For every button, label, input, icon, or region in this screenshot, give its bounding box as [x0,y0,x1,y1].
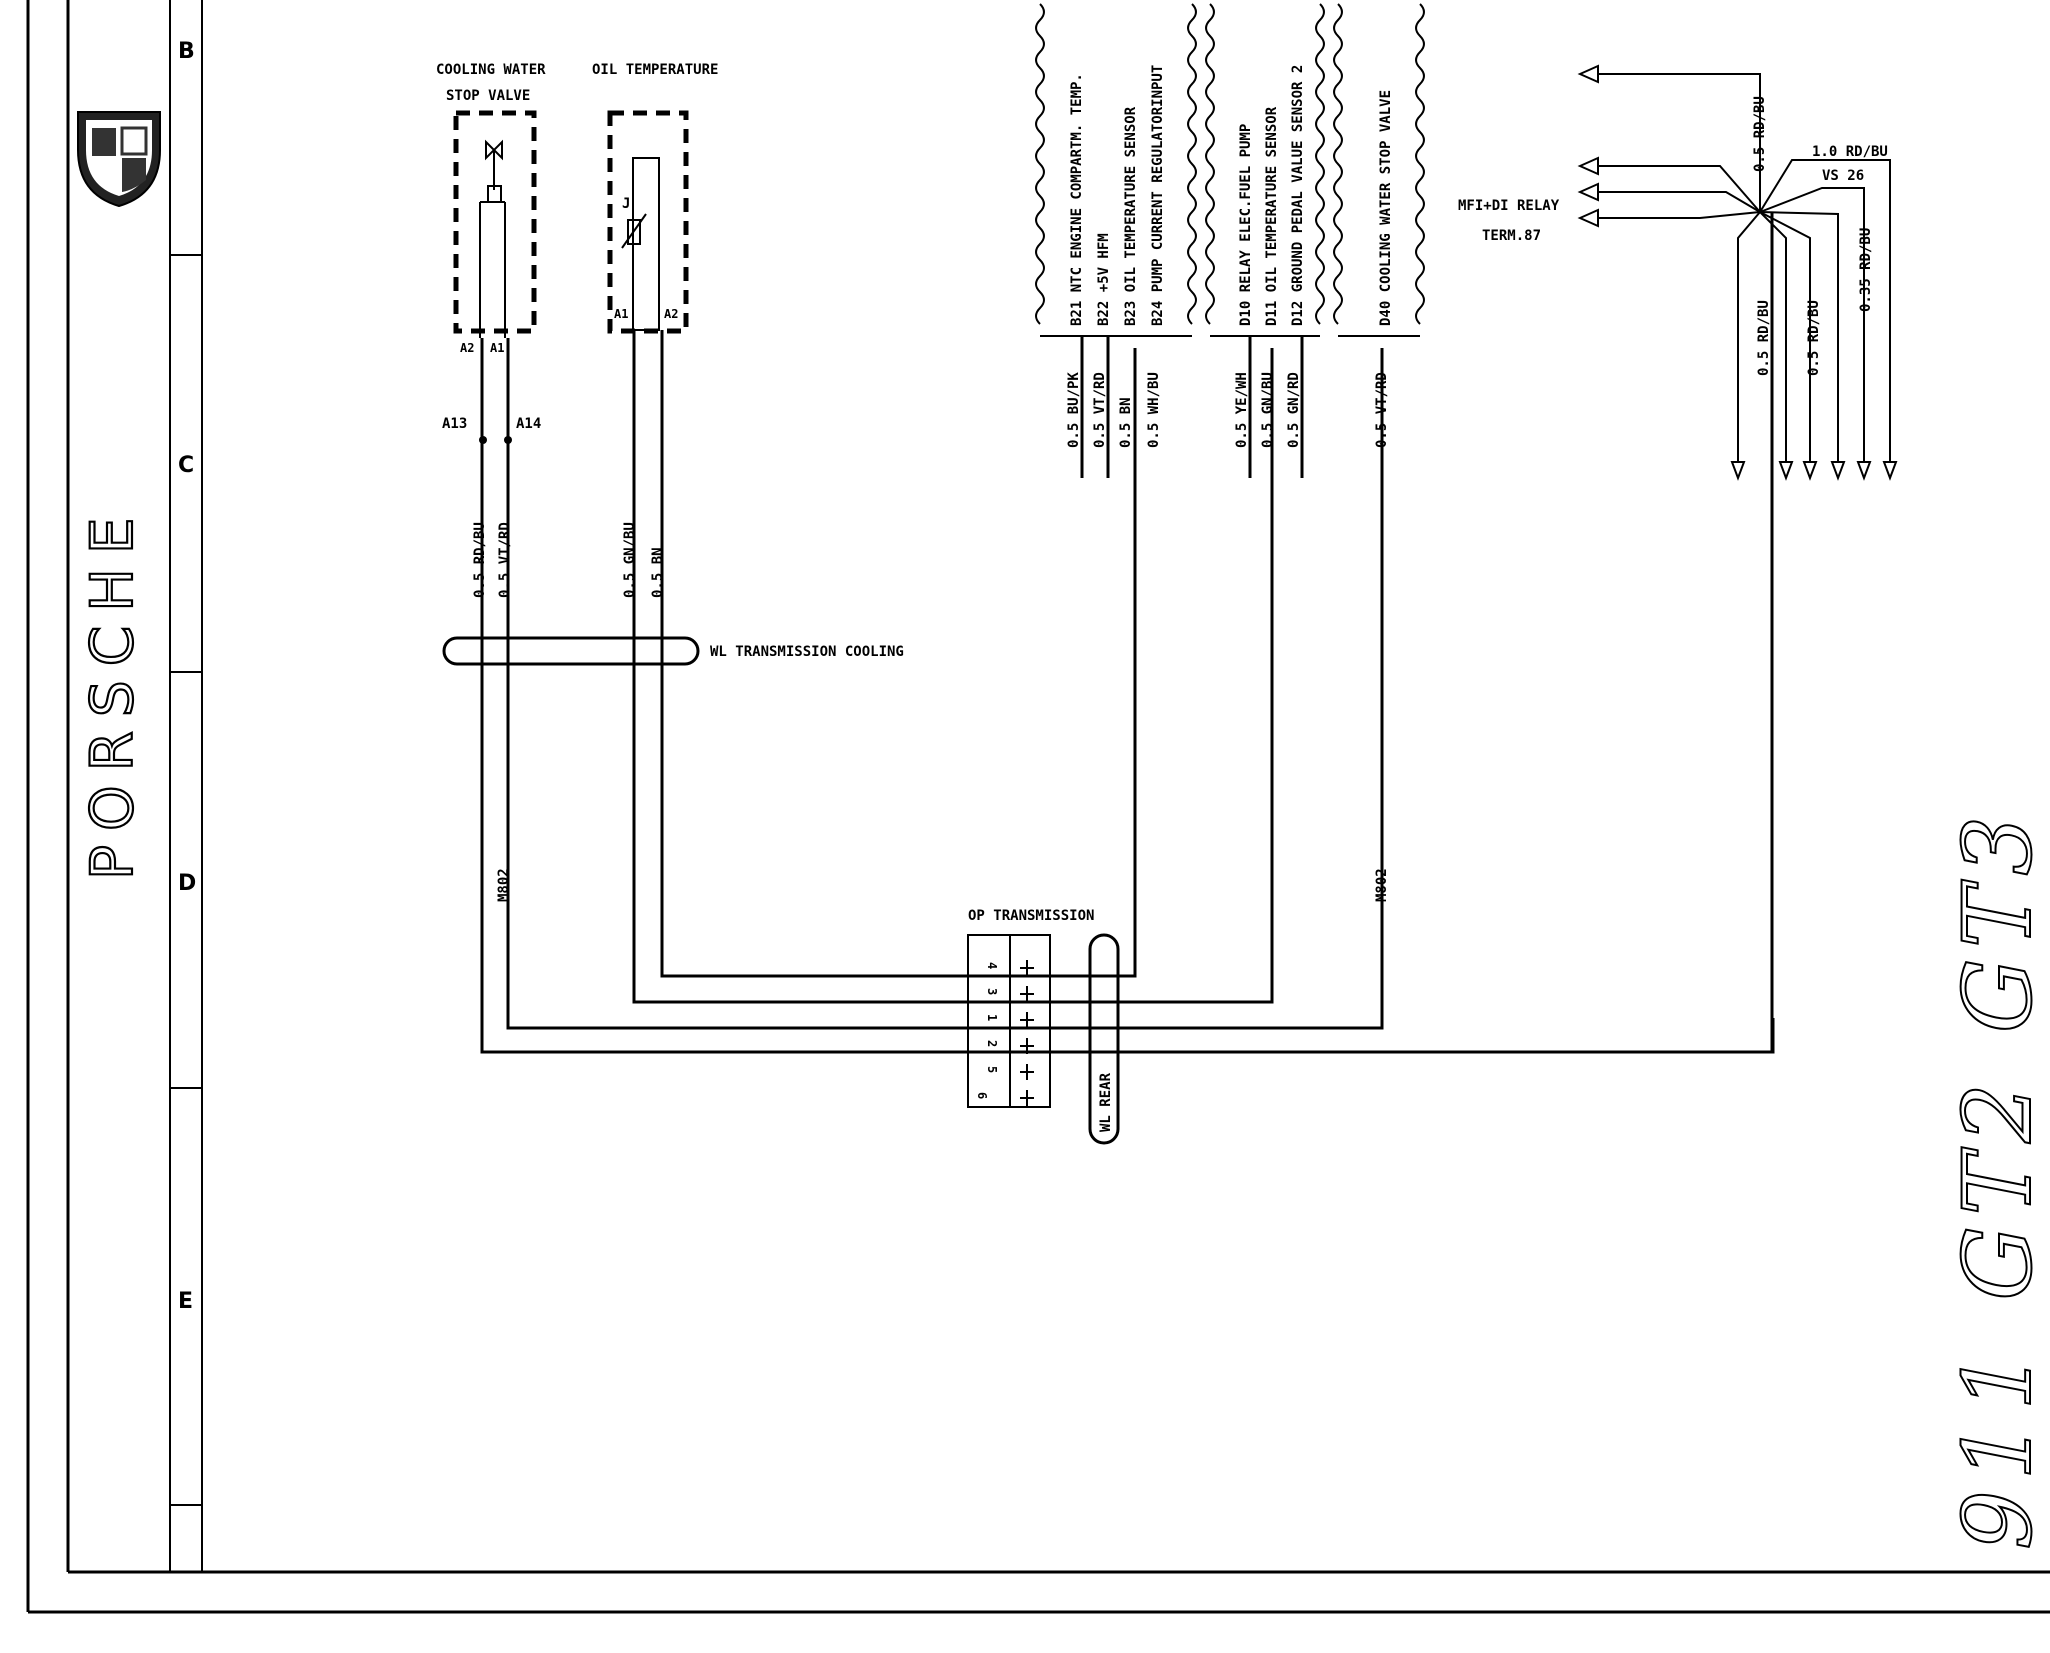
arrow-down-icon [1778,461,1794,481]
transmission-pin-1: 1 [985,1014,999,1021]
transmission-connector-title: OP TRANSMISSION [968,908,1094,924]
cooling-valve-pin-a1: A1 [490,341,504,355]
zone-label-c: C [178,453,194,478]
zone-label-d: D [178,871,196,896]
connector-label-a14: A14 [516,416,541,432]
brand-wordmark: PORSCHE [78,503,146,880]
zone-label-e: E [178,1289,193,1314]
control-unit-segment-b [1035,3,1197,337]
wire-label-b21: 0.5 BU/PK [1066,372,1082,448]
pin-label-b22: B22 +5V HFM [1096,233,1112,326]
relay-label-line2: TERM.87 [1482,228,1541,244]
wire-label-bn: 0.5 BN [650,547,666,598]
control-unit-segment-d40 [1333,3,1425,337]
wire-label-vt-rd: 0.5 VT/RD [497,522,513,598]
cooling-valve-title-line1: COOLING WATER [436,62,546,78]
relay-wire-right: 1.0 RD/BU [1812,144,1888,160]
relay-drop-3: 0.35 RD/BU [1858,228,1874,312]
transmission-pin-3: 3 [985,988,999,995]
wire-label-gn-bu: 0.5 GN/BU [622,522,638,598]
wire-label-d40: 0.5 VT/RD [1374,372,1390,448]
pin-label-d11: D11 OIL TEMPERATURE SENSOR [1264,106,1280,326]
pin-label-d40: D40 COOLING WATER STOP VALVE [1378,90,1394,326]
wire-label-d12: 0.5 GN/RD [1286,372,1302,448]
relay-wire-top: 0.5 RD/BU [1752,96,1768,172]
connector-label-a13: A13 [442,416,467,432]
harness-transmission-cooling: WL TRANSMISSION COOLING [442,636,904,666]
pin-label-b24: B24 PUMP CURRENT REGULATORINPUT [1150,65,1166,326]
arrow-down-icon [1856,461,1872,481]
transmission-pin-2: 2 [985,1040,999,1047]
relay-drop-2: 0.5 RD/BU [1806,300,1822,376]
porsche-crest-icon [77,111,161,208]
drawing-frame [26,0,2050,1614]
oil-temperature-sensor: OIL TEMPERATURE J A1 A2 [592,62,718,334]
transmission-pin-4: 4 [985,962,999,969]
cooling-water-stop-valve: COOLING WATER STOP VALVE A2 A1 [436,62,546,355]
zone-label-b: B [178,39,195,64]
relay-drop-1: 0.5 RD/BU [1756,300,1772,376]
ground-label-left: M802 [496,868,512,902]
ground-label-right: M802 [1374,868,1390,902]
wire-label-d10: 0.5 YE/WH [1234,372,1250,448]
cooling-valve-pin-a2: A2 [460,341,474,355]
pin-label-d12: D12 GROUND PEDAL VALUE SENSOR 2 [1290,65,1306,326]
valve-icon [485,139,503,203]
op-transmission-connector: OP TRANSMISSION 4 3 1 2 5 6 WL REAR [967,908,1120,1145]
arrow-down-icon [1730,461,1746,481]
cooling-valve-title-line2: STOP VALVE [446,88,530,104]
pin-label-b21: B21 NTC ENGINE COMPARTM. TEMP. [1069,73,1085,326]
arrow-left-icon [1577,182,1599,202]
relay-label-line1: MFI+DI RELAY [1458,198,1560,214]
relay-wire-right-sub: VS 26 [1822,168,1864,184]
arrow-down-icon [1830,461,1846,481]
oil-temp-sensor-letter: J [622,196,630,212]
arrow-down-icon [1802,461,1818,481]
wire-label-b23: 0.5 BN [1118,397,1134,448]
arrow-left-icon [1577,208,1599,228]
harness-label-transmission-cooling: WL TRANSMISSION COOLING [710,644,904,660]
temperature-sensor-icon [621,213,647,249]
transmission-pin-6: 6 [975,1092,989,1099]
harness-label-rear: WL REAR [1098,1072,1114,1132]
wire-label-b24: 0.5 WH/BU [1146,372,1162,448]
oil-temp-pin-a1: A1 [614,307,628,321]
oil-temp-title: OIL TEMPERATURE [592,62,718,78]
wire-label-rd-bu: 0.5 RD/BU [472,522,488,598]
pin-label-b23: B23 OIL TEMPERATURE SENSOR [1123,106,1139,326]
relay-term87: MFI+DI RELAY TERM.87 0.5 RD/BU 1.0 RD/BU… [1458,64,1898,481]
wire-label-d11: 0.5 GN/BU [1260,372,1276,448]
pin-label-d10: D10 RELAY ELEC.FUEL PUMP [1238,124,1254,326]
oil-temp-pin-a2: A2 [664,307,678,321]
model-watermark: 911 GT2 GT3 [1944,806,2050,1550]
arrow-down-icon [1882,461,1898,481]
transmission-pin-5: 5 [985,1066,999,1073]
arrow-left-icon [1577,64,1599,84]
pin-stubs [1080,336,1304,478]
arrow-left-icon [1577,156,1599,176]
wire-label-b22: 0.5 VT/RD [1092,372,1108,448]
